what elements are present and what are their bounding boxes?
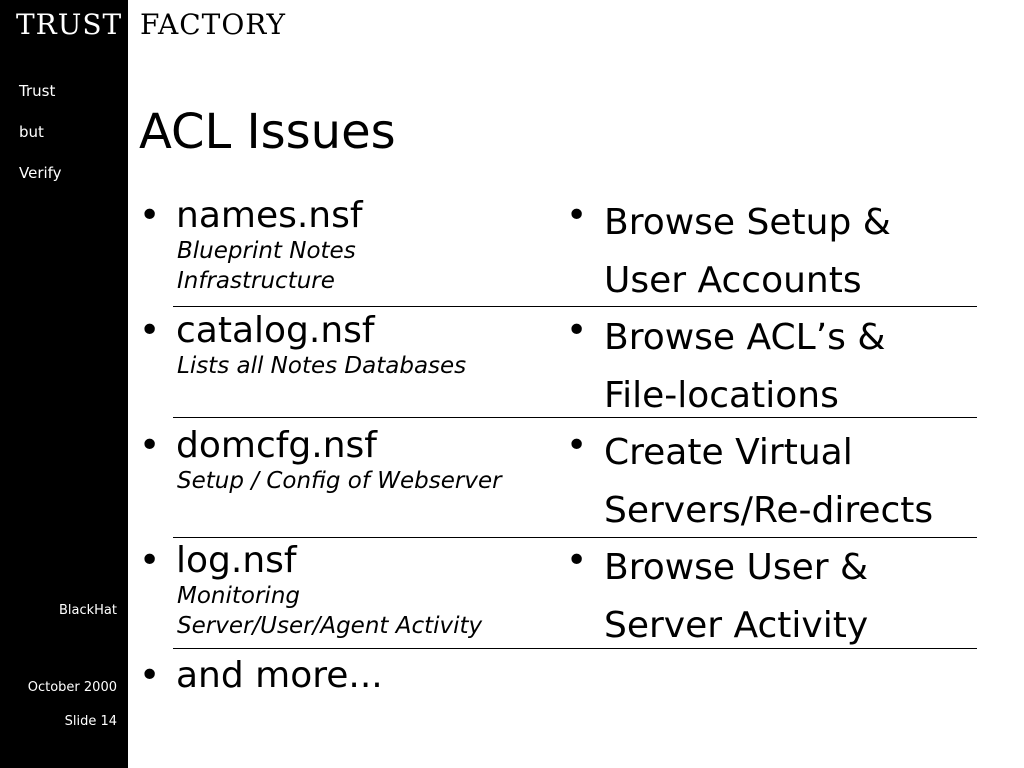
bullet-icon: • xyxy=(139,310,161,351)
database-name: catalog.nsf xyxy=(176,310,375,351)
row-divider xyxy=(173,537,977,538)
action-text: Create Virtual Servers/Re-directs xyxy=(604,424,933,539)
description-line: Lists all Notes Databases xyxy=(177,353,467,379)
bullet-icon: • xyxy=(139,195,161,236)
database-name: log.nsf xyxy=(176,540,297,581)
brand-trust: TRUST xyxy=(16,8,123,41)
action-line: Servers/Re-directs xyxy=(604,489,934,531)
bullet-icon: • xyxy=(566,540,588,581)
bullet-icon: • xyxy=(566,195,588,236)
action-line: Browse Setup & xyxy=(604,202,891,243)
database-description: Setup / Config of Webserver xyxy=(177,466,502,496)
database-name: names.nsf xyxy=(176,195,363,236)
action-line: Browse User & xyxy=(604,547,869,588)
slide-title: ACL Issues xyxy=(139,104,396,160)
action-text: Browse Setup & User Accounts xyxy=(604,194,891,309)
database-description: Monitoring Server/User/Agent Activity xyxy=(177,581,482,642)
database-description: Lists all Notes Databases xyxy=(177,351,466,381)
sidebar: TRUST Trust but Verify BlackHat October … xyxy=(0,0,128,768)
final-item-text: and more... xyxy=(176,655,383,696)
motto-line-2: but xyxy=(19,123,44,141)
action-line: User Accounts xyxy=(604,259,862,301)
description-line: Monitoring xyxy=(177,583,300,609)
description-line: Infrastructure xyxy=(177,268,335,295)
row-divider xyxy=(173,417,977,418)
database-description: Blueprint Notes Infrastructure xyxy=(177,236,356,297)
event-date: October 2000 xyxy=(27,680,117,695)
bullet-icon: • xyxy=(139,655,161,696)
bullet-icon: • xyxy=(566,425,588,466)
description-line: Setup / Config of Webserver xyxy=(177,468,502,494)
action-text: Browse User & Server Activity xyxy=(604,539,868,654)
bullet-icon: • xyxy=(139,425,161,466)
brand-factory: FACTORY xyxy=(140,8,286,41)
database-name: domcfg.nsf xyxy=(176,425,377,466)
description-line: Server/User/Agent Activity xyxy=(177,613,483,640)
slide-number: Slide 14 xyxy=(64,714,117,729)
action-line: Browse ACL’s & xyxy=(604,317,886,358)
action-line: Server Activity xyxy=(604,604,869,646)
event-name: BlackHat xyxy=(58,603,117,618)
bullet-icon: • xyxy=(566,310,588,351)
description-line: Blueprint Notes xyxy=(177,238,356,264)
row-divider xyxy=(173,306,977,307)
action-text: Browse ACL’s & File-locations xyxy=(604,309,885,424)
action-line: Create Virtual xyxy=(604,432,853,473)
bullet-icon: • xyxy=(139,540,161,581)
row-divider xyxy=(173,648,977,649)
motto-line-1: Trust xyxy=(19,82,56,100)
motto-line-3: Verify xyxy=(19,164,62,182)
action-line: File-locations xyxy=(604,374,839,416)
